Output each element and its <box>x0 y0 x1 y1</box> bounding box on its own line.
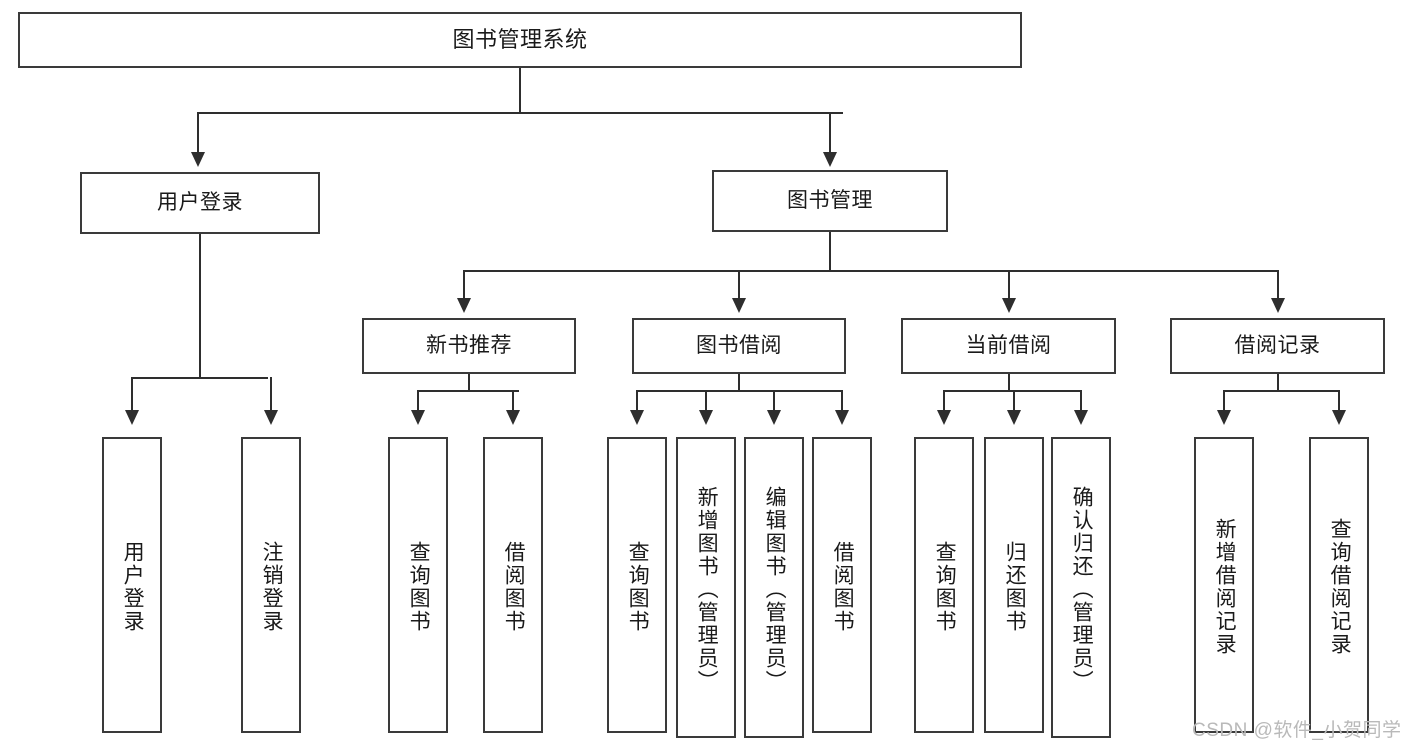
connector-borrow-record-stem <box>1277 374 1279 392</box>
connector-user-login-stem <box>199 234 201 378</box>
connector-user-login-split-bar <box>131 377 268 379</box>
leaf-book-borrow-query-book[interactable]: 查询图书 <box>607 437 667 733</box>
connector-nb-to-leaf-2 <box>512 390 514 412</box>
arrowhead-nb-to-leaf-2 <box>506 410 520 425</box>
arrowhead-br-to-leaf-1 <box>1217 410 1231 425</box>
node-label: 图书管理系统 <box>452 26 588 52</box>
connector-bb-to-leaf-1 <box>636 390 638 412</box>
arrowhead-bm-to-new-book <box>457 298 471 313</box>
leaf-borrow-record-add-record[interactable]: 新增借阅记录 <box>1194 437 1254 733</box>
connector-bb-to-leaf-2 <box>705 390 707 412</box>
connector-book-management-stem <box>829 232 831 272</box>
arrowhead-bb-to-leaf-1 <box>630 410 644 425</box>
connector-user-login-to-leaf-2 <box>270 377 272 412</box>
node-label: 归还图书 <box>1003 541 1027 633</box>
connector-root-to-book-management <box>829 112 831 154</box>
node-label: 借阅图书 <box>502 541 526 633</box>
arrowhead-bb-to-leaf-3 <box>767 410 781 425</box>
node-label: 借阅图书 <box>831 541 855 633</box>
arrowhead-nb-to-leaf-1 <box>411 410 425 425</box>
arrowhead-bm-to-current-borrow <box>1002 298 1016 313</box>
node-label: 确认归还（管理员） <box>1070 486 1094 693</box>
leaf-book-borrow-add-book-admin[interactable]: 新增图书（管理员） <box>676 437 736 738</box>
leaf-user-login-logout[interactable]: 注销登录 <box>241 437 301 733</box>
node-label: 编辑图书（管理员） <box>763 486 787 693</box>
node-label: 当前借阅 <box>965 334 1052 358</box>
leaf-user-login-login[interactable]: 用户登录 <box>102 437 162 733</box>
node-label: 新增借阅记录 <box>1213 518 1237 656</box>
node-book-management[interactable]: 图书管理 <box>712 170 948 232</box>
node-user-login[interactable]: 用户登录 <box>80 172 320 234</box>
arrowhead-br-to-leaf-2 <box>1332 410 1346 425</box>
node-label: 用户登录 <box>157 191 243 215</box>
connector-new-book-stem <box>468 374 470 392</box>
connector-cb-to-leaf-2 <box>1013 390 1015 412</box>
node-label: 图书借阅 <box>696 334 782 358</box>
node-label: 查询图书 <box>407 541 431 633</box>
leaf-book-borrow-borrow-book[interactable]: 借阅图书 <box>812 437 872 733</box>
connector-book-borrow-stem <box>738 374 740 392</box>
connector-bm-to-new-book <box>463 270 465 300</box>
arrowhead-root-to-user-login <box>191 152 205 167</box>
connector-br-to-leaf-2 <box>1338 390 1340 412</box>
leaf-book-borrow-edit-book-admin[interactable]: 编辑图书（管理员） <box>744 437 804 738</box>
arrowhead-bm-to-book-borrow <box>732 298 746 313</box>
node-label: 查询借阅记录 <box>1328 518 1352 656</box>
arrowhead-user-login-to-leaf-2 <box>264 410 278 425</box>
node-label: 查询图书 <box>626 541 650 633</box>
leaf-borrow-record-query-record[interactable]: 查询借阅记录 <box>1309 437 1369 733</box>
node-root-book-management-system[interactable]: 图书管理系统 <box>18 12 1022 68</box>
leaf-current-borrow-confirm-return-admin[interactable]: 确认归还（管理员） <box>1051 437 1111 738</box>
arrowhead-root-to-book-management <box>823 152 837 167</box>
connector-br-to-leaf-1 <box>1223 390 1225 412</box>
node-new-book-recommend[interactable]: 新书推荐 <box>362 318 576 374</box>
connector-cb-to-leaf-1 <box>943 390 945 412</box>
arrowhead-bm-to-borrow-record <box>1271 298 1285 313</box>
node-label: 新书推荐 <box>426 334 512 358</box>
node-label: 新增图书（管理员） <box>695 486 719 693</box>
arrowhead-cb-to-leaf-1 <box>937 410 951 425</box>
leaf-new-book-query-book[interactable]: 查询图书 <box>388 437 448 733</box>
arrowhead-bb-to-leaf-2 <box>699 410 713 425</box>
connector-cb-to-leaf-3 <box>1080 390 1082 412</box>
connector-root-stem <box>519 68 521 113</box>
node-label: 图书管理 <box>787 189 873 213</box>
connector-bm-to-book-borrow <box>738 270 740 300</box>
arrowhead-user-login-to-leaf-1 <box>125 410 139 425</box>
connector-book-management-split-bar <box>463 270 1279 272</box>
connector-bm-to-current-borrow <box>1008 270 1010 300</box>
connector-book-borrow-split-bar <box>636 390 843 392</box>
node-label: 用户登录 <box>121 541 145 633</box>
node-label: 查询图书 <box>933 541 957 633</box>
connector-current-borrow-stem <box>1008 374 1010 392</box>
connector-root-to-user-login <box>197 112 199 154</box>
node-label: 借阅记录 <box>1234 334 1321 358</box>
node-current-borrow[interactable]: 当前借阅 <box>901 318 1116 374</box>
node-label: 注销登录 <box>260 541 284 633</box>
leaf-new-book-borrow-book[interactable]: 借阅图书 <box>483 437 543 733</box>
arrowhead-cb-to-leaf-2 <box>1007 410 1021 425</box>
connector-bb-to-leaf-3 <box>773 390 775 412</box>
connector-current-borrow-split-bar <box>943 390 1081 392</box>
connector-borrow-record-split-bar <box>1223 390 1340 392</box>
node-book-borrow[interactable]: 图书借阅 <box>632 318 846 374</box>
leaf-current-borrow-return-book[interactable]: 归还图书 <box>984 437 1044 733</box>
connector-bm-to-borrow-record <box>1277 270 1279 300</box>
connector-root-split-bar <box>197 112 843 114</box>
arrowhead-bb-to-leaf-4 <box>835 410 849 425</box>
arrowhead-cb-to-leaf-3 <box>1074 410 1088 425</box>
node-borrow-record[interactable]: 借阅记录 <box>1170 318 1385 374</box>
connector-user-login-to-leaf-1 <box>131 377 133 412</box>
connector-new-book-split-bar <box>417 390 519 392</box>
connector-bb-to-leaf-4 <box>841 390 843 412</box>
connector-nb-to-leaf-1 <box>417 390 419 412</box>
leaf-current-borrow-query-book[interactable]: 查询图书 <box>914 437 974 733</box>
